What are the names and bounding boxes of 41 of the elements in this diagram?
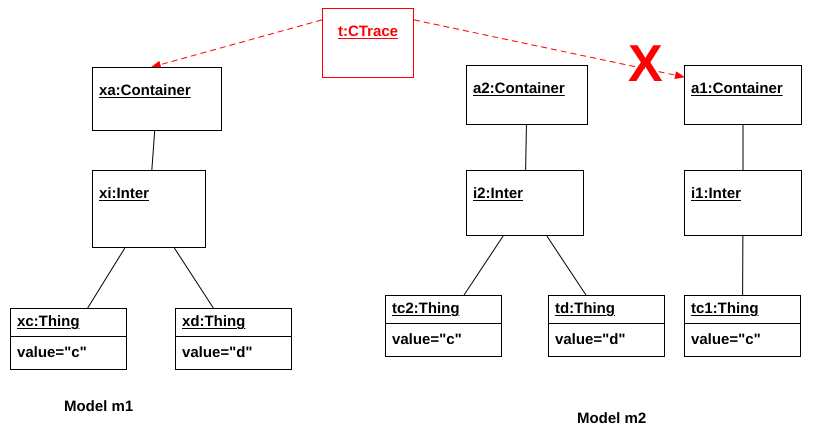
object-name: xa:Container [99,82,191,99]
link-line [151,130,156,170]
object-box [466,170,584,236]
object-box [92,67,222,131]
object-name: xc:Thing [17,312,80,332]
object-name: xi:Inter [99,185,150,202]
model-caption: Model m2 [577,409,646,426]
link-line [546,236,586,296]
object-name: xd:Thing [182,312,246,332]
object-box [385,295,502,357]
object-box [322,8,414,78]
object-box [684,295,801,357]
arrow [150,19,322,68]
link-line [464,236,504,296]
link-line [174,248,214,308]
attribute-value: value="d" [555,331,626,348]
link-line [87,248,126,308]
object-box [466,65,588,125]
model-caption: Model m1 [64,397,134,417]
object-name: i2:Inter [473,185,524,202]
object-box [175,308,292,370]
object-box [684,65,802,125]
link-line [525,124,527,170]
object-box [684,170,802,236]
object-name: td:Thing [555,299,615,320]
object-box [92,170,206,248]
object-box [548,295,665,357]
attribute-value: value="c" [392,331,462,348]
attribute-value: value="d" [182,344,253,361]
link-line [742,236,744,296]
object-box [10,308,127,370]
object-name: t:CTrace [338,23,398,40]
object-name: a1:Container [691,80,783,97]
object-name: a2:Container [473,80,565,97]
link-line [742,124,744,170]
attribute-value: value="c" [691,331,761,348]
arrow [414,19,685,80]
attribute-value: value="c" [17,344,87,361]
object-name: tc2:Thing [392,299,460,320]
object-name: tc1:Thing [691,299,758,320]
object-name: i1:Inter [691,185,742,202]
